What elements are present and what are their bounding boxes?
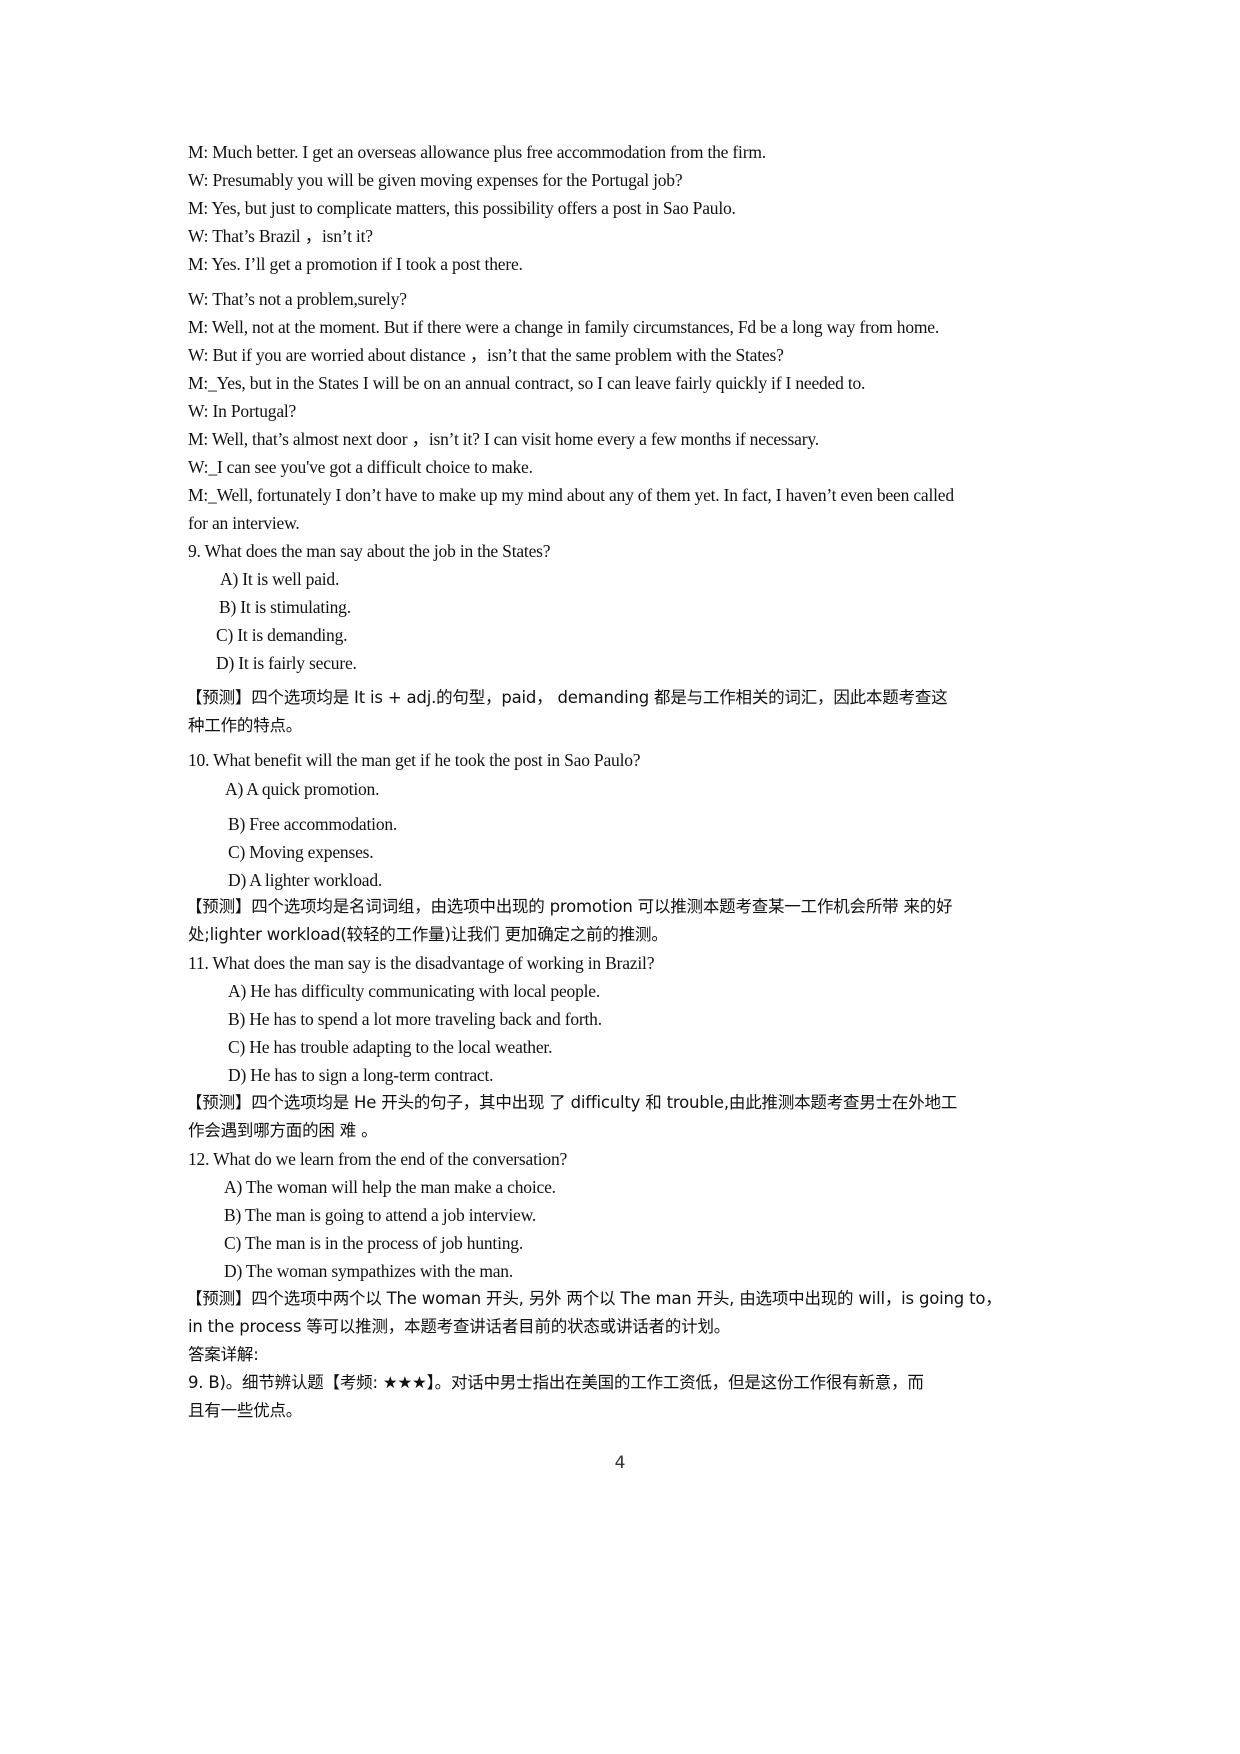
answers-heading: 答案详解: bbox=[188, 1345, 259, 1364]
answer-explanation: 且有一些优点。 bbox=[188, 1401, 303, 1420]
dialogue-line: W: In Portugal? bbox=[188, 401, 297, 421]
dialogue-line: W: That’s not a problem,surely? bbox=[188, 289, 407, 309]
answer-option: C) The man is in the process of job hunt… bbox=[224, 1233, 524, 1253]
prediction-note: 【预测】四个选项均是 He 开头的句子，其中出现 了 difficulty 和 … bbox=[186, 1093, 958, 1112]
dialogue-line: M:_Yes, but in the States I will be on a… bbox=[188, 373, 866, 393]
dialogue-line: W: That’s Brazil ，isn’t it? bbox=[188, 226, 373, 246]
answer-option: D) The woman sympathizes with the man. bbox=[224, 1261, 514, 1281]
dialogue-line: W: Presumably you will be given moving e… bbox=[188, 170, 683, 190]
answer-option: A) The woman will help the man make a ch… bbox=[224, 1177, 556, 1197]
prediction-note: 【预测】四个选项均是名词词组，由选项中出现的 promotion 可以推测本题考… bbox=[186, 897, 953, 916]
question-stem: 9. What does the man say about the job i… bbox=[188, 541, 551, 561]
question-stem: 11. What does the man say is the disadva… bbox=[188, 953, 655, 973]
answer-option: A) A quick promotion. bbox=[225, 779, 380, 799]
dialogue-line: M: Well, that’s almost next door ，isn’t … bbox=[188, 429, 819, 449]
dialogue-line: M: Well, not at the moment. But if there… bbox=[188, 317, 940, 337]
dialogue-line: W: But if you are worried about distance… bbox=[188, 345, 784, 365]
dialogue-line: M: Yes, but just to complicate matters, … bbox=[188, 198, 736, 218]
question-stem: 10. What benefit will the man get if he … bbox=[188, 750, 641, 770]
answer-option: C) It is demanding. bbox=[216, 625, 348, 645]
prediction-note: 【预测】四个选项均是 It is + adj.的句型，paid， demandi… bbox=[186, 688, 948, 707]
answer-option: B) Free accommodation. bbox=[228, 814, 398, 834]
prediction-note: 处;lighter workload(较轻的工作量)让我们 更加确定之前的推测。 bbox=[188, 925, 668, 944]
answer-option: A) It is well paid. bbox=[220, 569, 340, 589]
answer-option: A) He has difficulty communicating with … bbox=[228, 981, 601, 1001]
answer-option: C) Moving expenses. bbox=[228, 842, 374, 862]
question-stem: 12. What do we learn from the end of the… bbox=[188, 1149, 568, 1169]
page-number: 4 bbox=[614, 1453, 626, 1473]
answer-option: B) It is stimulating. bbox=[219, 597, 351, 617]
prediction-note: 【预测】四个选项中两个以 The woman 开头, 另外 两个以 The ma… bbox=[186, 1289, 1002, 1308]
answer-option: D) He has to sign a long-term contract. bbox=[228, 1065, 494, 1085]
dialogue-line: M: Much better. I get an overseas allowa… bbox=[188, 142, 766, 162]
answer-explanation: 9. B)。细节辨认题【考频: ★★★】。对话中男士指出在美国的工作工资低，但是… bbox=[188, 1373, 924, 1392]
answer-option: D) A lighter workload. bbox=[228, 870, 383, 890]
dialogue-line: M: Yes. I’ll get a promotion if I took a… bbox=[188, 254, 523, 274]
answer-option: C) He has trouble adapting to the local … bbox=[228, 1037, 553, 1057]
prediction-note: 种工作的特点。 bbox=[188, 716, 303, 735]
answer-option: B) The man is going to attend a job inte… bbox=[224, 1205, 537, 1225]
answer-option: B) He has to spend a lot more traveling … bbox=[228, 1009, 602, 1029]
prediction-note: in the process 等可以推测，本题考查讲话者目前的状态或讲话者的计划… bbox=[188, 1317, 731, 1336]
prediction-note: 作会遇到哪方面的困 难 。 bbox=[188, 1121, 378, 1140]
dialogue-line: M:_Well, fortunately I don’t have to mak… bbox=[188, 485, 954, 505]
dialogue-line: W:_I can see you've got a difficult choi… bbox=[188, 457, 533, 477]
answer-option: D) It is fairly secure. bbox=[216, 653, 357, 673]
dialogue-line: for an interview. bbox=[188, 513, 300, 533]
